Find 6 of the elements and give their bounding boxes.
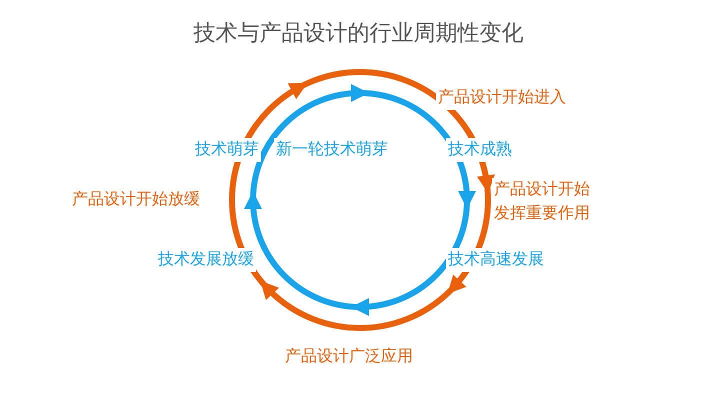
stage-label: 技术成熟 — [446, 138, 514, 162]
stage-label: 产品设计开始进入 — [436, 86, 568, 110]
stage-label: 技术高速发展 — [446, 248, 546, 272]
stage-label: 技术萌芽 — [193, 138, 261, 162]
title: 技术与产品设计的行业周期性变化 — [192, 19, 524, 47]
stage-label: 技术发展放缓 — [156, 248, 256, 272]
